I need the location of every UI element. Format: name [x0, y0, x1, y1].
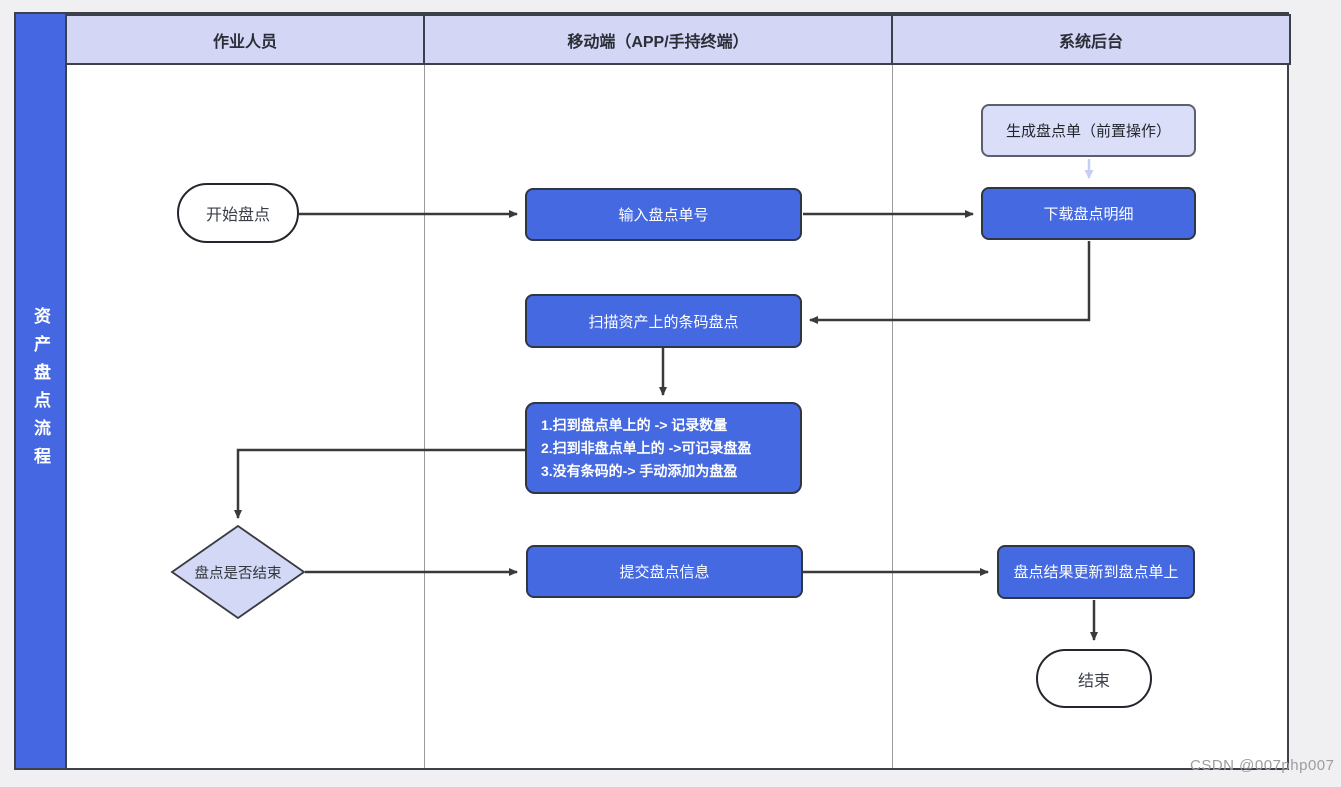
node-end: 结束: [1036, 649, 1152, 708]
node-start-label: 开始盘点: [205, 207, 270, 224]
node-scan-barcode-label: 扫描资产上的条码盘点: [588, 313, 739, 331]
node-input-order-no-label: 输入盘点单号: [618, 207, 709, 224]
lane-header-mobile: 移动端（APP/手持终端）: [423, 14, 893, 65]
edge-rules-to-decision: [234, 448, 525, 519]
process-title: 资产盘点流程: [31, 307, 50, 475]
node-scan-rules-line3: 3.没有条码的-> 手动添加为盘盈: [541, 462, 738, 479]
node-input-order-no: 输入盘点单号: [525, 188, 802, 241]
node-generate-order: 生成盘点单（前置操作）: [981, 104, 1196, 157]
lane-header-operator-label: 作业人员: [212, 33, 277, 51]
node-scan-rules-line2: 2.扫到非盘点单上的 ->可记录盘盈: [541, 439, 752, 456]
edge-download-to-scan: [809, 241, 1091, 324]
node-scan-rules: 1.扫到盘点单上的 -> 记录数量 2.扫到非盘点单上的 ->可记录盘盈 3.没…: [525, 402, 802, 494]
lane-separator-2: [892, 65, 893, 768]
node-generate-order-label: 生成盘点单（前置操作）: [1005, 123, 1171, 140]
node-submit-info: 提交盘点信息: [526, 545, 803, 598]
flowchart-canvas: 资产盘点流程 作业人员 移动端（APP/手持终端） 系统后台: [14, 12, 1291, 770]
node-update-order: 盘点结果更新到盘点单上: [997, 545, 1195, 599]
watermark: CSDN @007php007: [1190, 757, 1335, 774]
node-decision-label: 盘点是否结束: [194, 565, 282, 582]
lane-header-backend-label: 系统后台: [1058, 33, 1123, 51]
node-download-detail: 下载盘点明细: [981, 187, 1196, 240]
node-scan-rules-line1: 1.扫到盘点单上的 -> 记录数量: [541, 416, 728, 433]
node-scan-barcode: 扫描资产上的条码盘点: [525, 294, 802, 348]
node-submit-info-label: 提交盘点信息: [619, 564, 710, 581]
lane-header-mobile-label: 移动端（APP/手持终端）: [567, 33, 749, 51]
node-decision: 盘点是否结束: [172, 526, 304, 618]
lane-header-operator: 作业人员: [65, 14, 425, 65]
node-end-label: 结束: [1077, 672, 1110, 690]
node-update-order-label: 盘点结果更新到盘点单上: [1013, 563, 1179, 581]
process-title-bar: 资产盘点流程: [16, 14, 67, 768]
lane-separator-1: [424, 65, 425, 768]
node-start: 开始盘点: [177, 183, 299, 243]
lane-header-backend: 系统后台: [891, 14, 1291, 65]
node-download-detail-label: 下载盘点明细: [1043, 206, 1134, 223]
